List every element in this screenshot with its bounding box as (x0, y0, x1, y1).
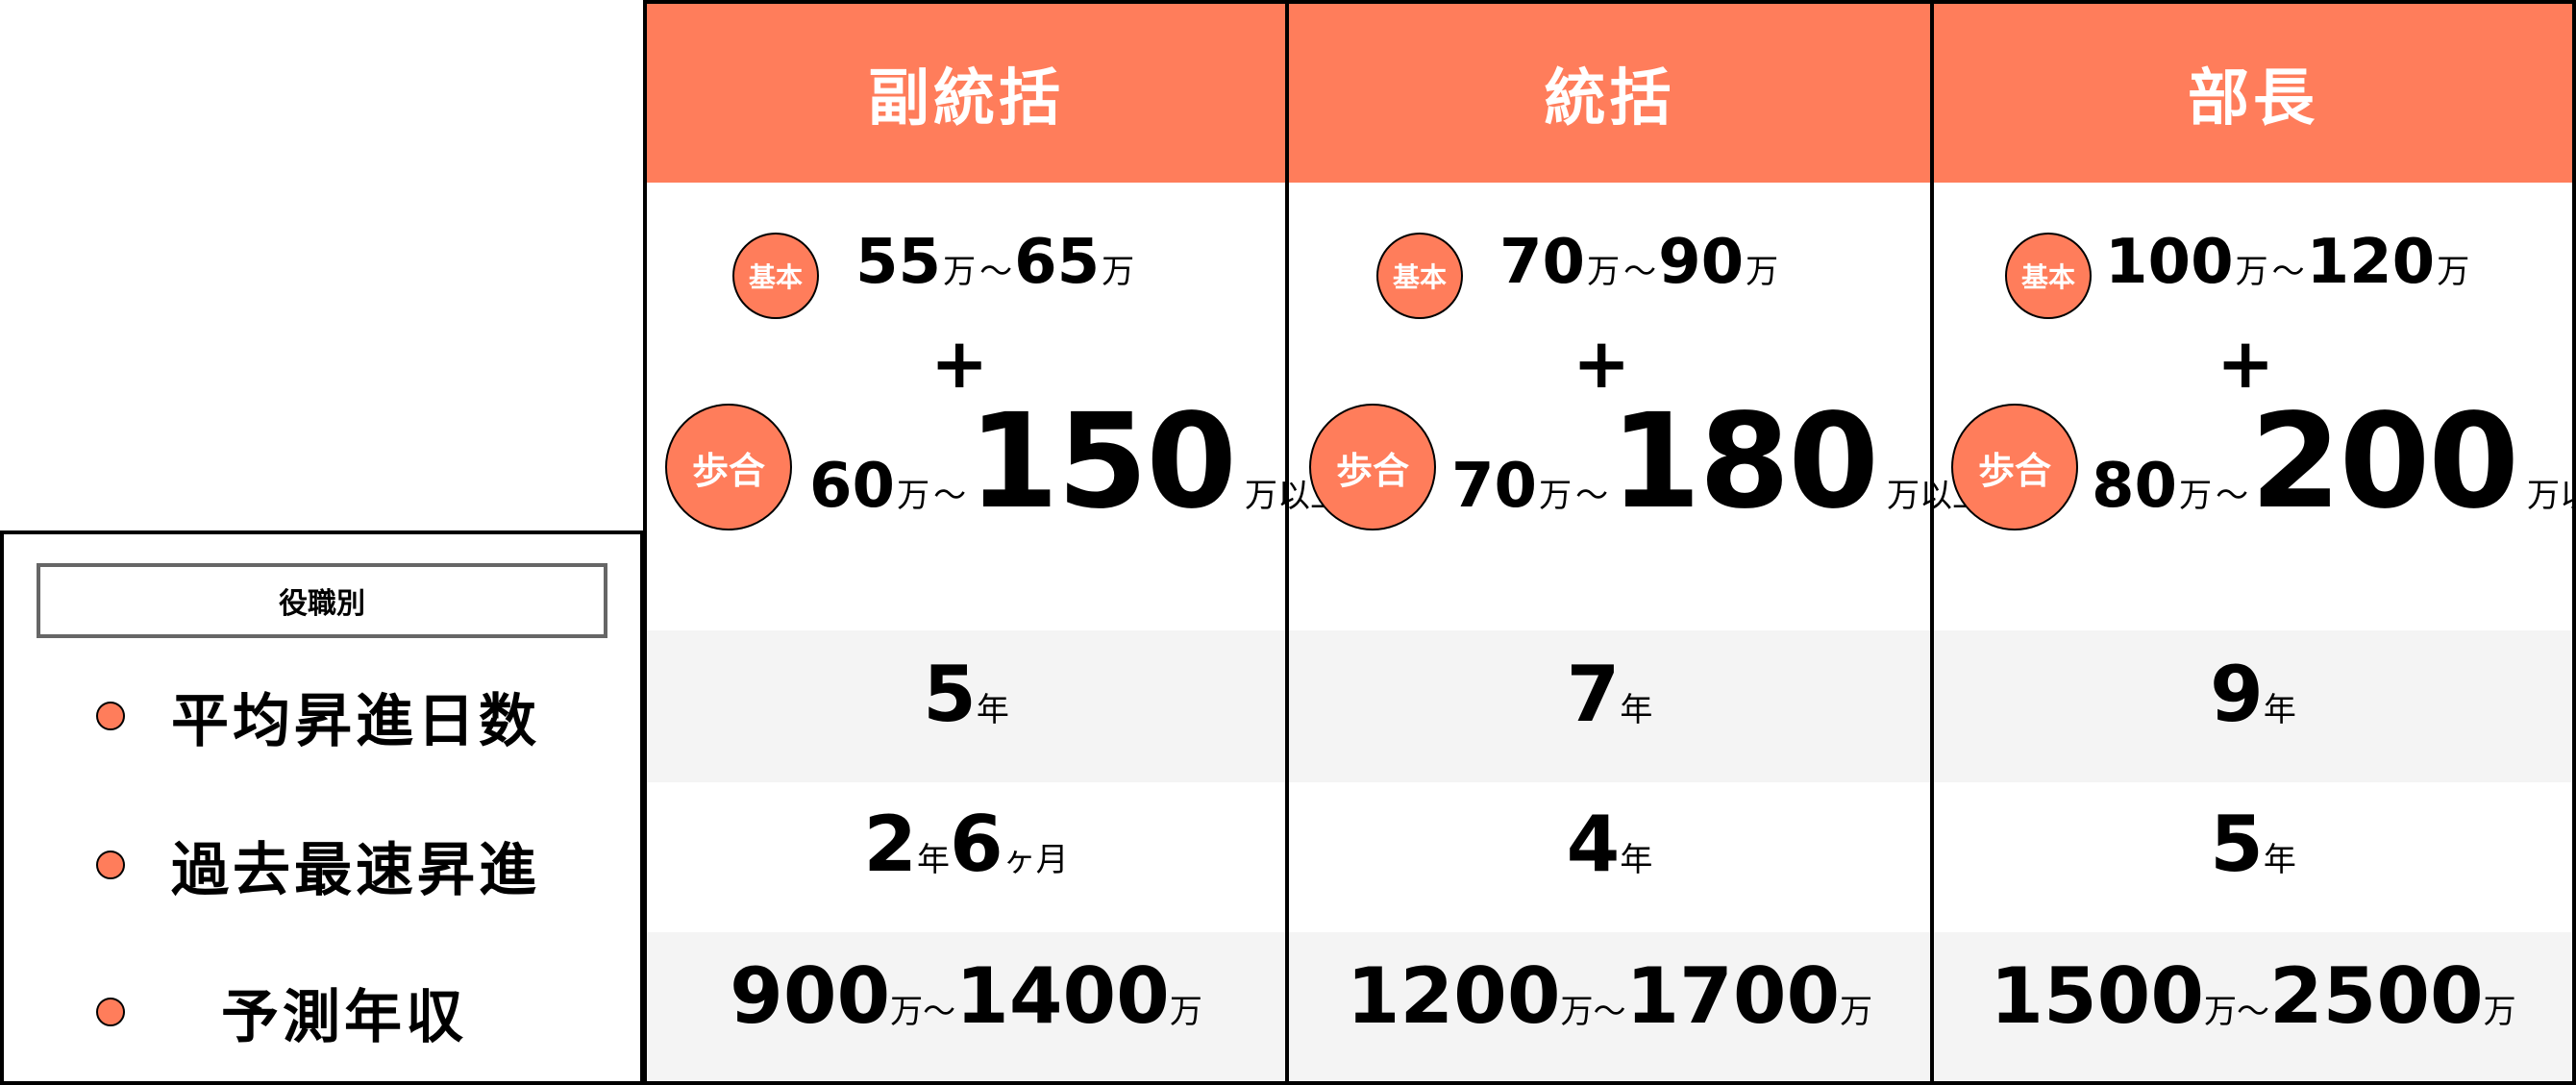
unit: 万 (1560, 993, 1594, 1031)
value: 1400 (955, 951, 1170, 1041)
column-header: 副統括 (647, 4, 1285, 183)
value: 7 (1566, 650, 1621, 739)
plus-sign: + (2217, 323, 2275, 404)
commission-badge: 歩合 (1951, 404, 2078, 530)
separator: 〜 (1623, 253, 1657, 291)
commission-range: 70 万 〜 180 万以上 (1451, 386, 1987, 538)
promotion-average-cell: 7 年 (1289, 650, 1930, 739)
row-label-predicted-income: 予測年収 (96, 969, 634, 1055)
promotion-fastest-cell: 2 年 6 ヶ月 (647, 800, 1285, 889)
separator: 〜 (1593, 993, 1626, 1031)
base-salary-range: 100 万 〜 120 万 (2105, 227, 2471, 298)
unit: 万 (2483, 993, 2516, 1031)
base-salary-badge: 基本 (1376, 233, 1463, 319)
income-cell: 1200 万 〜 1700 万 (1289, 951, 1930, 1041)
unit: 年 (917, 841, 950, 879)
unit: 万 (1840, 993, 1873, 1031)
base-min: 55 (855, 227, 942, 298)
value: 2 (863, 800, 917, 889)
column-header: 部長 (1934, 4, 2572, 183)
row-label-text: 過去最速昇進 (171, 836, 540, 904)
column-header: 統括 (1289, 4, 1930, 183)
promotion-fastest-cell: 4 年 (1289, 800, 1930, 889)
unit: 年 (976, 691, 1009, 729)
unit: 万 (1102, 253, 1135, 291)
unit: 万 (1169, 993, 1202, 1031)
value: 5 (923, 650, 977, 739)
value: 2500 (2269, 951, 2484, 1041)
base-min: 70 (1499, 227, 1586, 298)
stripe-row (644, 932, 2576, 1085)
row-label-text: 平均昇進日数 (171, 687, 540, 755)
plus-sign: + (930, 323, 989, 404)
unit: 年 (2263, 841, 2296, 879)
unit: 万 (2235, 253, 2268, 291)
separator: 〜 (2237, 993, 2269, 1031)
value: 6 (950, 800, 1003, 889)
commission-min: 60 (809, 451, 896, 522)
row-label-text: 予測年収 (221, 983, 467, 1051)
promotion-fastest-cell: 5 年 (1934, 800, 2572, 889)
unit: ヶ月 (1003, 841, 1069, 879)
base-salary-range: 70 万 〜 90 万 (1499, 227, 1780, 298)
separator: 〜 (1575, 477, 1609, 515)
commission-min: 70 (1451, 451, 1538, 522)
income-cell: 900 万 〜 1400 万 (647, 951, 1285, 1041)
promotion-average-cell: 5 年 (647, 650, 1285, 739)
separator: 〜 (933, 477, 967, 515)
base-salary-badge: 基本 (732, 233, 819, 319)
unit: 万 (1539, 477, 1573, 515)
base-max: 120 (2306, 227, 2436, 298)
base-salary-badge: 基本 (2005, 233, 2092, 319)
commission-max: 200 (2250, 386, 2519, 538)
commission-range: 60 万 〜 150 万以上 (809, 386, 1345, 538)
value: 1500 (1990, 951, 2204, 1041)
unit: 年 (2263, 691, 2296, 729)
row-label-average-promotion: 平均昇進日数 (96, 673, 634, 759)
unit: 年 (1620, 841, 1653, 879)
base-min: 100 (2105, 227, 2234, 298)
unit: 万 (890, 993, 924, 1031)
unit: 万 (897, 477, 930, 515)
unit: 万 (943, 253, 977, 291)
separator: 〜 (923, 993, 956, 1031)
base-max: 90 (1658, 227, 1745, 298)
bullet-icon (96, 702, 125, 730)
value: 4 (1566, 800, 1621, 889)
commission-badge: 歩合 (1309, 404, 1436, 530)
column-department-head (1930, 0, 2576, 1085)
unit: 年 (1620, 691, 1653, 729)
commission-badge: 歩合 (665, 404, 792, 530)
commission-max: 150 (968, 386, 1237, 538)
unit: 万 (2204, 993, 2237, 1031)
value: 9 (2210, 650, 2264, 739)
value: 1200 (1346, 951, 1561, 1041)
separator: 〜 (979, 253, 1013, 291)
commission-max: 180 (1610, 386, 1879, 538)
base-salary-range: 55 万 〜 65 万 (855, 227, 1136, 298)
plus-sign: + (1573, 323, 1631, 404)
unit: 万 (1746, 253, 1779, 291)
commission-suffix: 万以上 (2526, 477, 2576, 515)
row-group-label: 役職別 (37, 563, 607, 638)
bullet-icon (96, 998, 125, 1026)
promotion-average-cell: 9 年 (1934, 650, 2572, 739)
commission-range: 80 万 〜 200 万以上 (2092, 386, 2576, 538)
separator: 〜 (2216, 477, 2249, 515)
value: 900 (730, 951, 891, 1041)
unit: 万 (2437, 253, 2470, 291)
value: 5 (2210, 800, 2264, 889)
commission-min: 80 (2092, 451, 2178, 522)
bullet-icon (96, 851, 125, 879)
unit: 万 (2179, 477, 2213, 515)
row-label-fastest-promotion: 過去最速昇進 (96, 822, 634, 908)
income-cell: 1500 万 〜 2500 万 (1934, 951, 2572, 1041)
separator: 〜 (2271, 253, 2305, 291)
stripe-row (644, 630, 2576, 782)
unit: 万 (1587, 253, 1621, 291)
base-max: 65 (1014, 227, 1101, 298)
value: 1700 (1625, 951, 1841, 1041)
